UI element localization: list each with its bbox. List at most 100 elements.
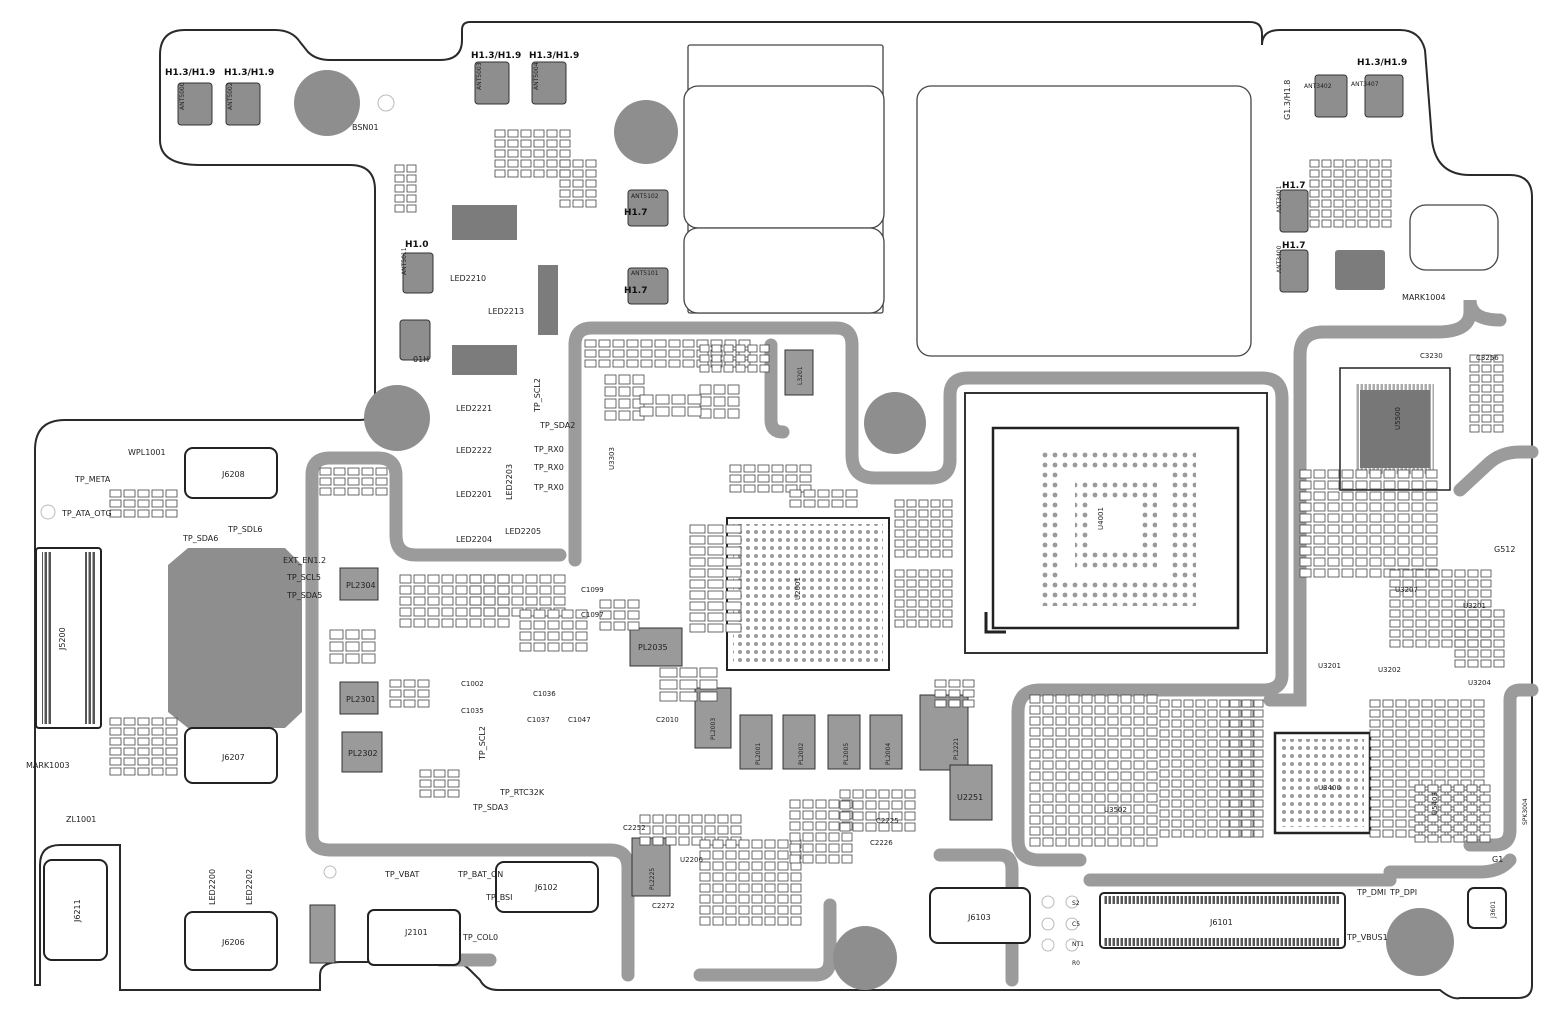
smd-part bbox=[679, 691, 698, 702]
smd-part bbox=[1440, 814, 1452, 823]
smd-part bbox=[802, 843, 814, 853]
smd-part bbox=[1333, 179, 1344, 188]
smd-part bbox=[1389, 629, 1401, 638]
smd-part bbox=[1473, 829, 1485, 838]
smd-part bbox=[1299, 568, 1312, 578]
smd-part bbox=[789, 832, 801, 842]
smd-part bbox=[1421, 759, 1433, 768]
smd-part bbox=[1081, 837, 1093, 847]
smd-part bbox=[1369, 749, 1381, 758]
smd-part bbox=[1081, 738, 1093, 748]
smd-part bbox=[712, 916, 724, 926]
smd-part bbox=[627, 610, 640, 620]
smd-part bbox=[1454, 649, 1466, 658]
smd-part bbox=[712, 883, 724, 893]
smd-part bbox=[1414, 784, 1426, 793]
smd-part bbox=[1133, 727, 1145, 737]
smd-part bbox=[1473, 769, 1485, 778]
testpoint-label: EXT_EN1.2 bbox=[283, 556, 326, 565]
smd-part bbox=[1460, 789, 1472, 798]
smd-part bbox=[918, 569, 929, 578]
smd-part bbox=[738, 872, 750, 882]
connector-label: J6208 bbox=[221, 470, 245, 479]
smd-part bbox=[654, 359, 667, 368]
smd-part bbox=[1425, 557, 1438, 567]
smd-part bbox=[447, 769, 460, 778]
smd-part bbox=[1081, 727, 1093, 737]
antenna-band-label: H1.3/H1.9 bbox=[1357, 58, 1407, 68]
smd-part bbox=[1171, 769, 1182, 778]
smd-part bbox=[1434, 779, 1446, 788]
smd-part bbox=[1029, 815, 1041, 825]
antenna-band-label: H1.7 bbox=[1282, 241, 1305, 251]
smd-part bbox=[361, 641, 376, 652]
smd-part bbox=[1207, 729, 1218, 738]
testpoint-label: TP_DPI bbox=[1389, 888, 1417, 897]
smd-part bbox=[930, 499, 941, 508]
smd-part bbox=[1229, 729, 1240, 738]
inductor-blocks bbox=[309, 349, 993, 964]
smd-part bbox=[1081, 716, 1093, 726]
shield-pad bbox=[168, 548, 302, 728]
smd-part bbox=[1460, 829, 1472, 838]
smd-part bbox=[691, 825, 703, 835]
smd-part bbox=[137, 509, 150, 518]
smd-part bbox=[1369, 719, 1381, 728]
smd-part bbox=[137, 757, 150, 766]
smd-part bbox=[1421, 789, 1433, 798]
smd-part bbox=[1447, 749, 1459, 758]
smd-part bbox=[1313, 491, 1326, 501]
smd-part bbox=[1107, 694, 1119, 704]
smd-part bbox=[738, 883, 750, 893]
smd-part bbox=[1421, 779, 1433, 788]
smd-part bbox=[433, 769, 446, 778]
smd-part bbox=[777, 883, 789, 893]
smd-part bbox=[1081, 771, 1093, 781]
smd-part bbox=[1068, 837, 1080, 847]
smd-part bbox=[725, 524, 742, 534]
smd-part bbox=[1219, 759, 1230, 768]
smd-part bbox=[1493, 404, 1504, 413]
smd-part bbox=[891, 811, 903, 821]
smd-part bbox=[771, 484, 784, 493]
smd-part bbox=[1146, 793, 1158, 803]
smd-part bbox=[1229, 769, 1240, 778]
smd-part bbox=[1229, 719, 1240, 728]
smd-part bbox=[1480, 649, 1492, 658]
smd-part bbox=[1055, 760, 1067, 770]
smd-part bbox=[123, 499, 136, 508]
smd-part bbox=[1327, 524, 1340, 534]
smd-part bbox=[777, 872, 789, 882]
smd-part bbox=[1415, 609, 1427, 618]
smd-part bbox=[738, 894, 750, 904]
smd-part bbox=[1207, 799, 1218, 808]
smd-part bbox=[1081, 782, 1093, 792]
smd-part bbox=[942, 579, 953, 588]
smd-part bbox=[1493, 649, 1505, 658]
smd-part bbox=[561, 609, 574, 619]
smd-part bbox=[109, 717, 122, 726]
smd-part bbox=[1369, 568, 1382, 578]
smd-part bbox=[725, 568, 742, 578]
smd-part bbox=[329, 653, 344, 664]
antenna-band-label: H1.0 bbox=[405, 240, 428, 250]
antenna-part-label: ANT5011 bbox=[401, 247, 408, 275]
smd-part bbox=[1369, 699, 1381, 708]
smd-part bbox=[691, 814, 703, 824]
smd-part bbox=[764, 861, 776, 871]
smd-part bbox=[1313, 568, 1326, 578]
smd-part bbox=[1253, 699, 1264, 708]
smd-part bbox=[1480, 639, 1492, 648]
smd-part bbox=[1081, 793, 1093, 803]
led-label: LED2210 bbox=[450, 274, 486, 283]
smd-part bbox=[137, 767, 150, 776]
smd-part bbox=[546, 169, 558, 178]
smd-part bbox=[1428, 629, 1440, 638]
smd-part bbox=[1493, 354, 1504, 363]
smd-part bbox=[738, 861, 750, 871]
smd-part bbox=[519, 609, 532, 619]
shield-cans bbox=[683, 44, 1499, 357]
smd-part bbox=[1321, 179, 1332, 188]
smd-part bbox=[1369, 819, 1381, 828]
smd-part bbox=[725, 872, 737, 882]
